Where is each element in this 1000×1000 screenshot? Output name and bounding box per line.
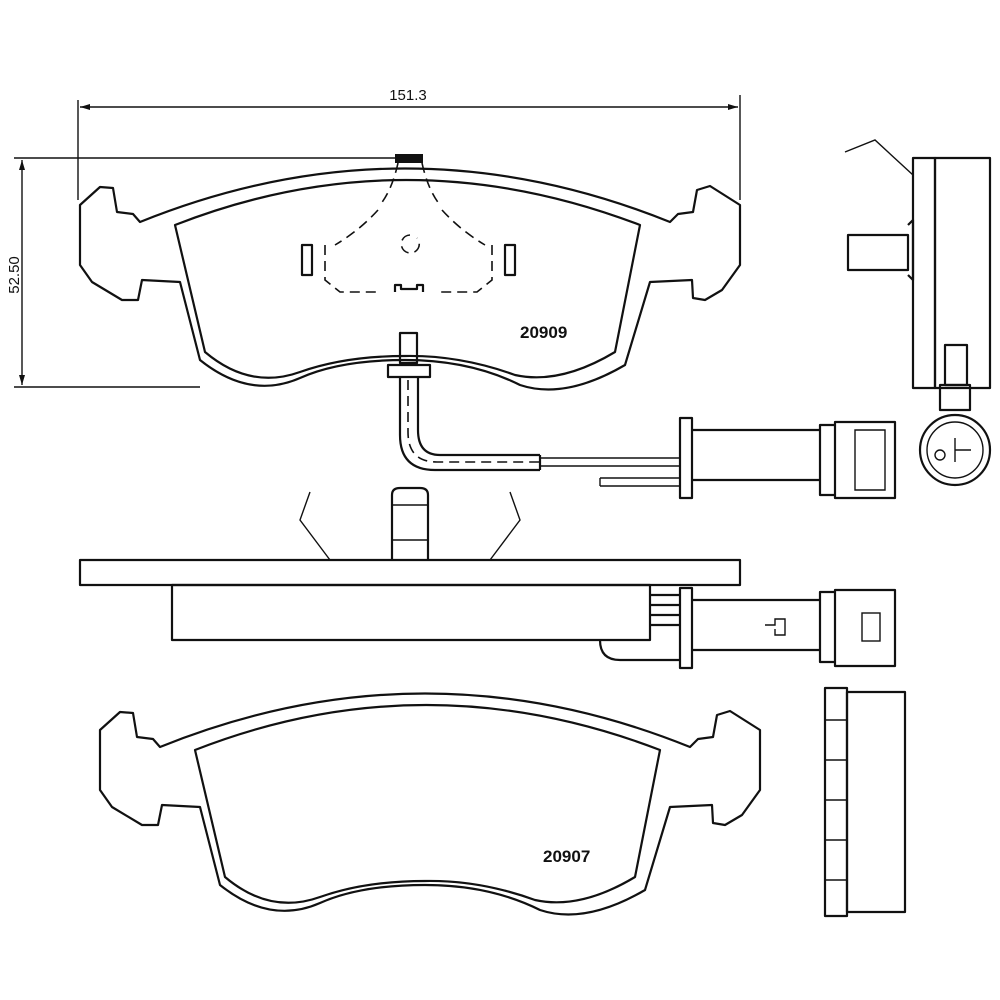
height-dimension: 52.50 (6, 157, 400, 388)
height-dimension-label: 52.50 (6, 256, 23, 294)
part-number-20909: 20909 (520, 323, 567, 342)
side-view-20907 (823, 686, 907, 918)
side-view-20909 (844, 139, 992, 487)
part-number-20907: 20907 (543, 847, 590, 866)
brake-pad-20907: 20907 (98, 692, 762, 916)
width-dimension: 151.3 (77, 87, 741, 200)
brake-pad-20909: 20909 (78, 154, 897, 500)
pad-edge-view (78, 486, 897, 670)
width-dimension-label: 151.3 (389, 87, 427, 104)
